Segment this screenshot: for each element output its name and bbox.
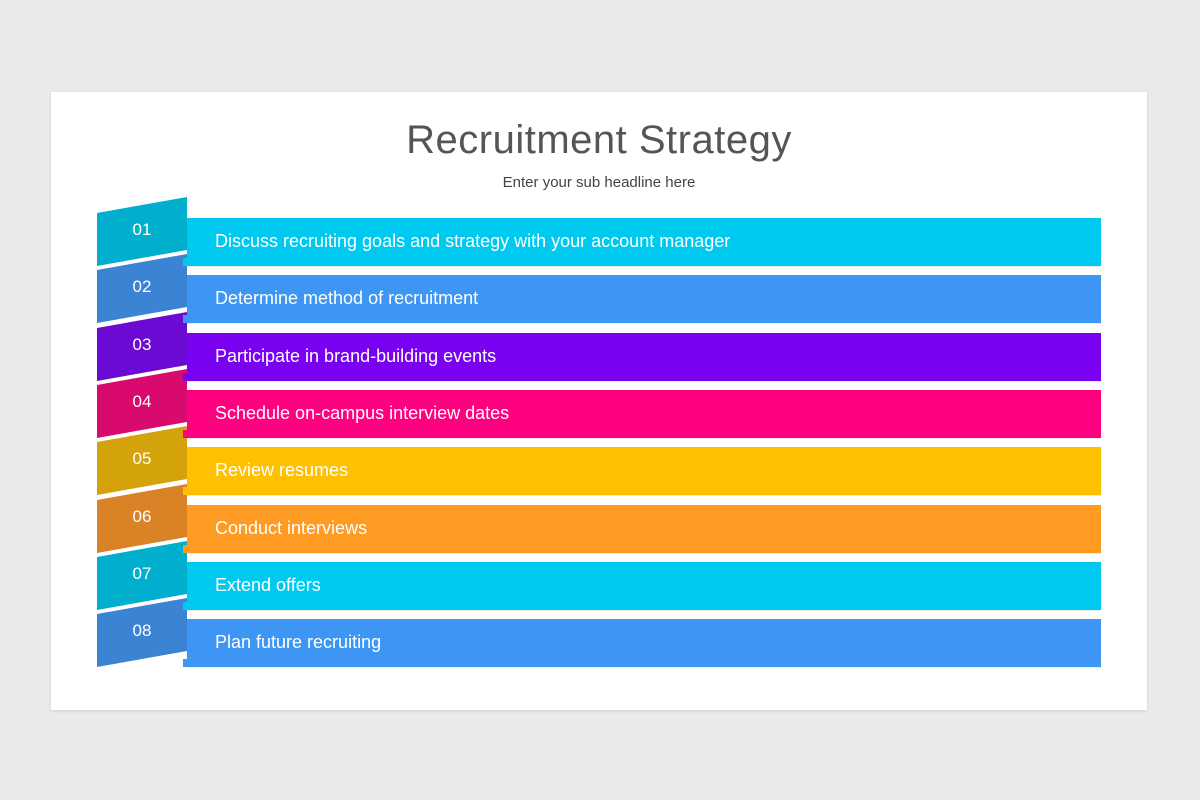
step-number-tab: 05: [97, 426, 189, 496]
page-subtitle: Enter your sub headline here: [502, 174, 696, 191]
ribbon-tab-shape: [97, 311, 189, 381]
step-text: Conduct interviews: [215, 517, 368, 538]
step-number: 03: [132, 334, 152, 354]
ribbon-tab-shape: [97, 254, 189, 324]
step-number-tab: 08: [97, 598, 189, 668]
step-number-tab: 03: [97, 311, 189, 382]
ribbon-tab-shape: [97, 540, 189, 610]
step-number: 02: [132, 277, 152, 297]
step-number-tab: 02: [97, 254, 189, 324]
step-bar: Review resumes: [187, 447, 1101, 496]
step-text: Plan future recruiting: [215, 632, 382, 653]
step-number: 07: [132, 563, 152, 583]
ribbon-tab-shape: [97, 598, 189, 668]
step-number-tab: 07: [97, 540, 189, 611]
step-bar: Discuss recruiting goals and strategy wi…: [187, 218, 1101, 266]
step-bar: Schedule on-campus interview dates: [187, 389, 1101, 438]
step-text: Schedule on-campus interview dates: [215, 402, 510, 423]
ribbon-tab-shape: [97, 483, 189, 553]
step-text: Discuss recruiting goals and strategy wi…: [215, 231, 731, 251]
step-08: Plan future recruiting 08: [97, 598, 1101, 668]
step-text: Extend offers: [215, 574, 321, 595]
step-03: Participate in brand-building events 03: [97, 311, 1101, 381]
step-number-tab: 04: [97, 368, 189, 439]
step-number: 06: [132, 506, 152, 526]
step-bar: Extend offers: [187, 561, 1101, 610]
step-05: Review resumes 05: [97, 426, 1101, 496]
slide: Recruitment Strategy Enter your sub head…: [51, 92, 1147, 710]
step-bar: Determine method of recruitment: [187, 275, 1101, 324]
step-text: Determine method of recruitment: [215, 288, 479, 309]
step-number: 05: [132, 449, 152, 469]
step-01: Discuss recruiting goals and strategy wi…: [97, 197, 1101, 266]
step-bar: Conduct interviews: [187, 504, 1101, 553]
step-07: Extend offers 07: [97, 540, 1101, 610]
step-number-tab: 01: [97, 197, 189, 267]
ribbon-tab-shape: [97, 426, 189, 496]
step-bar: Participate in brand-building events: [187, 332, 1101, 381]
step-number: 01: [132, 220, 152, 239]
steps-list: Discuss recruiting goals and strategy wi…: [97, 197, 1107, 668]
step-02: Determine method of recruitment 02: [97, 254, 1101, 324]
step-04: Schedule on-campus interview dates 04: [97, 368, 1101, 438]
step-bar: Plan future recruiting: [187, 619, 1101, 668]
step-06: Conduct interviews 06: [97, 483, 1101, 553]
step-number-tab: 06: [97, 483, 189, 554]
step-number: 08: [132, 621, 152, 641]
step-text: Review resumes: [215, 460, 349, 481]
ribbon-tab-shape: [97, 368, 189, 438]
step-number: 04: [132, 391, 152, 411]
page-title: Recruitment Strategy: [406, 118, 792, 162]
ribbon-tab-shape: [97, 197, 189, 266]
step-text: Participate in brand-building events: [215, 345, 497, 366]
